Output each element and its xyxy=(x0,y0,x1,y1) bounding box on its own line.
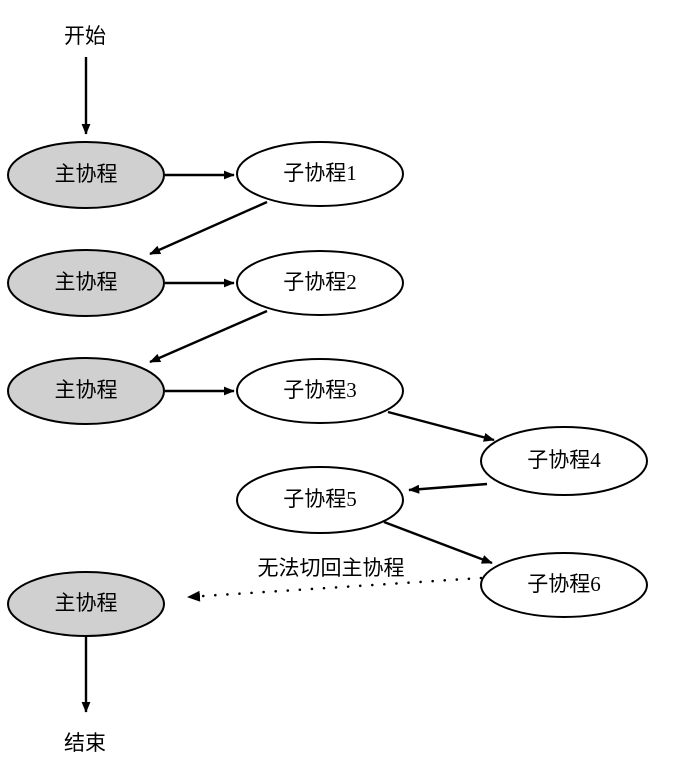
node-label: 主协程 xyxy=(55,162,118,186)
node-main-coroutine-4[interactable]: 主协程 xyxy=(7,571,165,637)
edge-sub4-to-sub5 xyxy=(408,482,488,494)
node-label: 子协程4 xyxy=(527,448,601,472)
ellipse-shape xyxy=(480,426,648,496)
ellipse-shape xyxy=(236,250,404,316)
ellipse-shape xyxy=(480,552,648,618)
ellipse-shape xyxy=(236,141,404,207)
node-main-coroutine-1[interactable]: 主协程 xyxy=(7,141,165,209)
edge-sub5-to-sub6 xyxy=(383,520,493,565)
node-main-coroutine-2[interactable]: 主协程 xyxy=(7,249,165,317)
edge-sub3-to-sub4 xyxy=(387,410,495,442)
node-main-coroutine-3[interactable]: 主协程 xyxy=(7,357,165,425)
end-label: 结束 xyxy=(64,731,106,755)
ellipse-shape xyxy=(7,249,165,317)
ellipse-shape xyxy=(7,357,165,425)
node-sub-coroutine-6[interactable]: 子协程6 xyxy=(480,552,648,618)
node-sub-coroutine-3[interactable]: 子协程3 xyxy=(236,358,404,424)
start-label: 开始 xyxy=(64,24,106,48)
node-label: 子协程3 xyxy=(283,378,357,402)
node-sub-coroutine-4[interactable]: 子协程4 xyxy=(480,426,648,496)
ellipse-shape xyxy=(236,358,404,424)
node-label: 子协程1 xyxy=(283,161,357,185)
node-label: 主协程 xyxy=(55,378,118,402)
edge-sub1-to-main2 xyxy=(149,200,268,256)
edge-sub2-to-main3 xyxy=(149,309,268,364)
node-label: 子协程5 xyxy=(283,487,357,511)
node-label: 主协程 xyxy=(55,270,118,294)
edge-annotation-label: 无法切回主协程 xyxy=(258,556,405,580)
ellipse-shape xyxy=(236,466,404,534)
edge-sub6-to-main4-dotted: 无法切回主协程 xyxy=(186,556,483,602)
node-label: 子协程2 xyxy=(283,270,357,294)
ellipse-shape xyxy=(7,141,165,209)
node-label: 主协程 xyxy=(55,591,118,615)
node-sub-coroutine-5[interactable]: 子协程5 xyxy=(236,466,404,534)
node-label: 子协程6 xyxy=(527,572,601,596)
node-sub-coroutine-2[interactable]: 子协程2 xyxy=(236,250,404,316)
node-sub-coroutine-1[interactable]: 子协程1 xyxy=(236,141,404,207)
